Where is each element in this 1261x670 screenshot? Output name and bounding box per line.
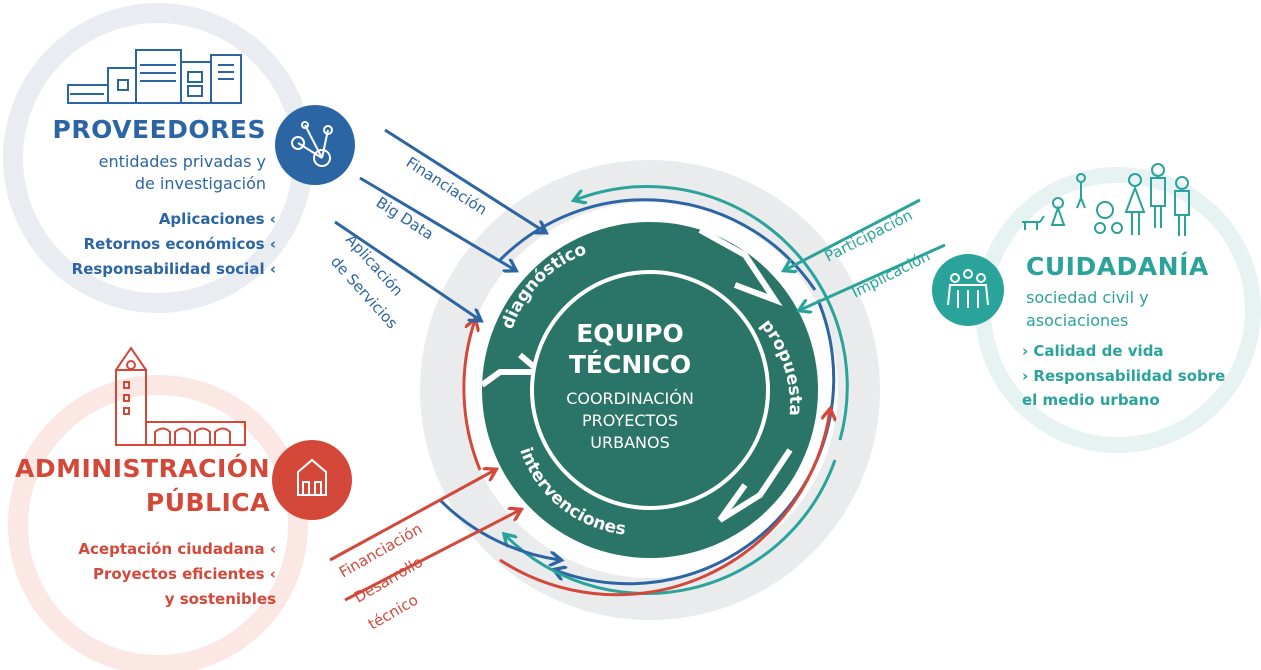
network-icon — [291, 121, 333, 167]
administracion-item-2: Proyectos eficientes ‹ — [92, 565, 276, 583]
flow-label-ciud-implicacion: Implicación — [849, 247, 933, 302]
arrow-prov-aplicacion — [334, 220, 480, 320]
proveedores-title: PROVEEDORES — [52, 115, 266, 144]
community-icon — [947, 269, 989, 308]
center-core — [530, 270, 770, 510]
ciudadania-item-2-line1: › Responsabilidad sobre — [1022, 367, 1226, 385]
center-title-line1: EQUIPO — [576, 319, 684, 348]
orbit-blue-right — [555, 299, 836, 586]
proveedores-subtitle-2: de investigación — [134, 174, 266, 193]
arrow-ciud-implicacion — [800, 243, 946, 310]
flow-label-prov-financiacion: Financiación — [403, 153, 490, 219]
administracion-ring — [8, 375, 308, 670]
people-icon — [1022, 163, 1190, 236]
orbit-blue-left — [438, 498, 560, 560]
buildings-icon — [67, 49, 242, 104]
center-title: EQUIPO TÉCNICO — [545, 318, 715, 380]
center-subtitle-line2: PROYECTOS — [581, 411, 679, 430]
ciudadania-item-1: › Calidad de vida — [1022, 342, 1164, 360]
cycle-separator-2 — [717, 448, 793, 523]
proveedores-item-3: Responsabilidad social ‹ — [71, 260, 276, 278]
center-subtitle: COORDINACIÓN PROYECTOS URBANOS — [545, 388, 715, 454]
center-subtitle-line1: COORDINACIÓN — [566, 389, 694, 408]
orbit-teal-right — [575, 185, 849, 441]
orbit-teal-bottom — [505, 459, 837, 595]
orbit-red-bottom — [499, 410, 830, 597]
administracion-title-2: PÚBLICA — [145, 488, 270, 517]
proveedores-item-2: Retornos económicos ‹ — [83, 235, 276, 253]
arrow-admin-financiacion — [329, 470, 495, 562]
townhall-badge-bg — [272, 440, 352, 520]
ciudadania-subtitle-2: asociaciones — [1026, 311, 1129, 330]
ciudadania-item-2-line2: el medio urbano — [1022, 391, 1160, 409]
flow-label-ciud-participacion: Participación — [822, 206, 916, 266]
cycle-separator-3 — [480, 352, 549, 388]
proveedores-subtitle-1: entidades privadas y — [98, 152, 266, 171]
administracion-item-1: Aceptación ciudadana ‹ — [78, 540, 276, 558]
orbit-red-left — [462, 320, 482, 471]
arrow-ciud-participacion — [785, 198, 921, 270]
arrow-admin-desarrollo — [344, 510, 520, 602]
administracion-item-3: y sostenibles — [164, 590, 276, 608]
townhall-icon — [115, 346, 246, 446]
ciudadania-title: CUIDADANÍA — [1026, 252, 1209, 281]
arrow-prov-financiacion — [384, 128, 545, 232]
administracion-title-1: ADMINISTRACIÓN — [15, 454, 270, 483]
proveedores-item-1: Aplicaciones ‹ — [158, 210, 276, 228]
house-icon — [297, 458, 327, 496]
cycle-separator-1 — [698, 227, 783, 307]
ciudadania-subtitle-1: sociedad civil y — [1026, 288, 1149, 307]
arrow-prov-bigdata — [359, 176, 515, 270]
center-subtitle-line3: URBANOS — [590, 433, 670, 452]
center-title-line2: TÉCNICO — [568, 350, 692, 379]
